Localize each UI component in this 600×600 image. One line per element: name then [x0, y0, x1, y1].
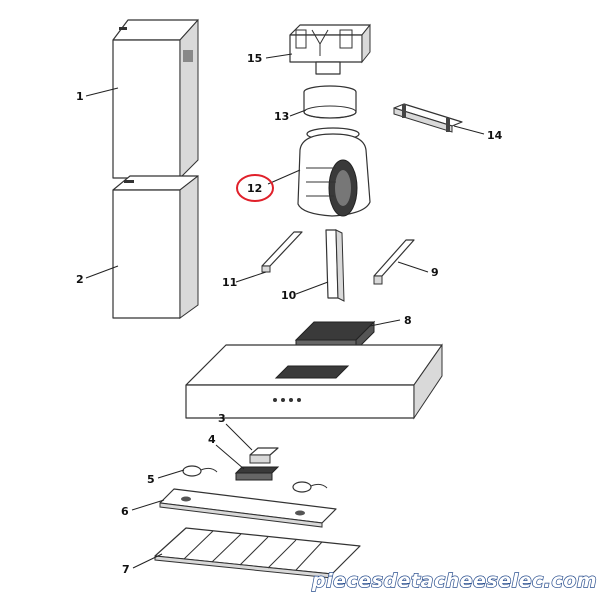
callout-10: 10: [281, 289, 297, 302]
part-13-collar-ring: [303, 85, 357, 119]
callout-14: 14: [487, 129, 503, 142]
part-14-bracket: [393, 103, 463, 133]
part-6-lamp-panel: [159, 488, 337, 528]
part-9-right-rail: [373, 239, 415, 285]
part-4-control-board: [234, 466, 280, 481]
callout-15: 15: [247, 52, 262, 65]
callout-2: 2: [76, 273, 84, 286]
part-11-left-rail: [261, 231, 303, 273]
highlight-ring-12: [236, 174, 274, 202]
watermark-text: piecesdetacheeselec.com: [311, 570, 597, 592]
part-5-lamp-right: [292, 481, 328, 493]
callout-8: 8: [404, 314, 412, 327]
part-12-blower-housing: [297, 127, 371, 217]
part-3-switch-cover: [249, 447, 279, 464]
callout-7: 7: [122, 563, 130, 576]
callout-3: 3: [218, 412, 226, 425]
part-10-center-rail: [325, 229, 345, 302]
hood-body: [185, 343, 443, 420]
part-7-grease-filters: [154, 527, 361, 579]
part-1-upper-chimney: [112, 18, 199, 180]
callout-1: 1: [76, 90, 84, 103]
callout-6: 6: [121, 505, 129, 518]
callout-labels: 1 2 3 4 5 6 7 8 9 10 11 12 13 14 15: [76, 52, 503, 576]
callout-4: 4: [208, 433, 216, 446]
callout-5: 5: [147, 473, 155, 486]
callout-9: 9: [431, 266, 439, 279]
callout-13: 13: [274, 110, 289, 123]
part-2-lower-chimney: [112, 174, 199, 319]
leader-lines: [85, 53, 485, 569]
callout-11: 11: [222, 276, 237, 289]
callout-12: 12: [247, 182, 262, 195]
part-5-lamp-left: [182, 465, 218, 477]
part-15-motor-block: [289, 23, 371, 75]
